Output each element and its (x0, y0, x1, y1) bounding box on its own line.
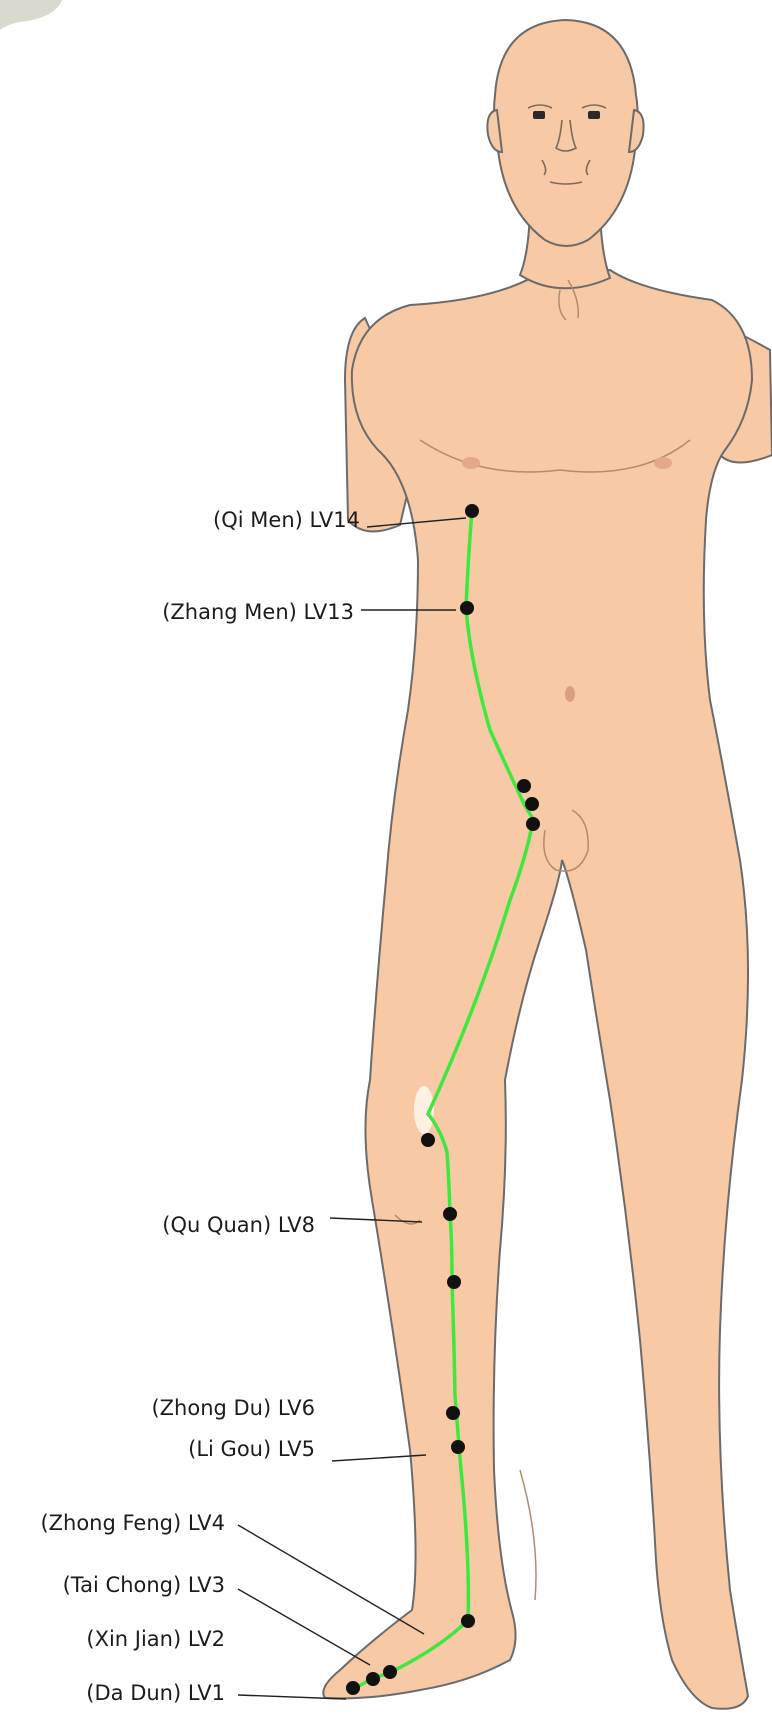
label-lv14: (Qi Men) LV14 (213, 508, 360, 532)
label-lv2: (Xin Jian) LV2 (86, 1627, 225, 1651)
acupoint-lv4 (461, 1614, 475, 1628)
acupoint-lv3 (383, 1665, 397, 1679)
acupoint-lv6 (446, 1406, 460, 1420)
acupoint-groin-3 (526, 817, 540, 831)
label-lv5: (Li Gou) LV5 (188, 1437, 315, 1461)
leader-line-lv4 (238, 1525, 424, 1634)
figure-navel (565, 686, 575, 702)
acupoint-groin-1 (517, 779, 531, 793)
acupoint-lv8 (443, 1207, 457, 1221)
acupoint-groin-2 (525, 797, 539, 811)
acupoint-knee-1 (421, 1133, 435, 1147)
acupoint-lv2 (366, 1672, 380, 1686)
figure-nipple-left (462, 457, 480, 469)
label-lv8: (Qu Quan) LV8 (162, 1213, 315, 1237)
leader-line-lv3 (238, 1589, 370, 1665)
acupoint-lv5 (451, 1440, 465, 1454)
figure-eye-left (533, 111, 545, 119)
label-lv6: (Zhong Du) LV6 (151, 1396, 315, 1420)
label-lv1: (Da Dun) LV1 (86, 1681, 225, 1705)
label-lv3: (Tai Chong) LV3 (63, 1573, 225, 1597)
figure-nipple-right (654, 457, 672, 469)
figure-eye-right (588, 111, 600, 119)
acupoint-lv1 (346, 1681, 360, 1695)
corner-decoration (0, 0, 62, 30)
acupoint-lv14 (465, 504, 479, 518)
acupoint-lower-leg-1 (447, 1275, 461, 1289)
point-labels: (Qi Men) LV14 (Zhang Men) LV13 (Qu Quan)… (40, 508, 360, 1705)
label-lv4: (Zhong Feng) LV4 (40, 1511, 225, 1535)
label-lv13: (Zhang Men) LV13 (162, 600, 354, 624)
figure-head (494, 20, 638, 246)
acupoint-lv13 (460, 601, 474, 615)
human-figure (323, 20, 772, 1709)
